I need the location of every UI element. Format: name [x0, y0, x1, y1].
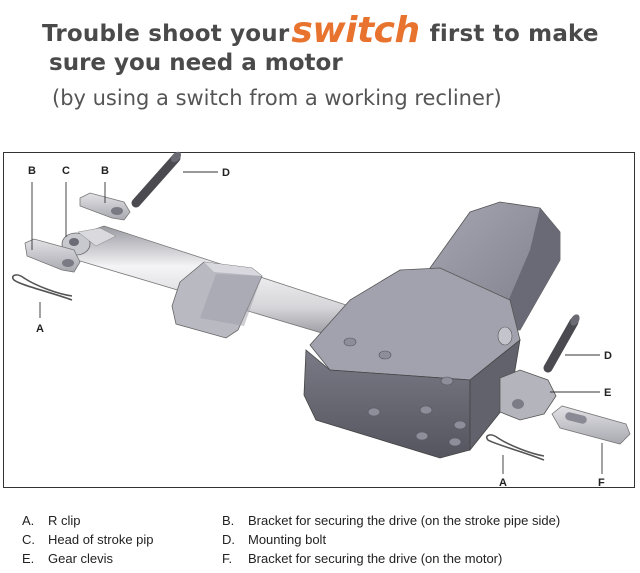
legend-text: Gear clevis	[48, 551, 114, 566]
headline-text-before: Trouble shoot your	[42, 21, 290, 47]
legend-letter: D.	[222, 532, 235, 547]
subheadline: (by using a switch from a working reclin…	[52, 86, 502, 110]
callout-b-top: B	[101, 165, 109, 177]
legend-text: Bracket for securing the drive (on the s…	[248, 513, 561, 528]
callout-a-left: A	[36, 323, 44, 335]
bracket-b-upper	[79, 192, 131, 221]
actuator-diagram: B C B D A D E A F	[11, 151, 631, 489]
legend-letter: C.	[22, 532, 35, 547]
legend-text: Mounting bolt	[248, 532, 327, 547]
callout-d-top: D	[222, 167, 230, 179]
callout-f: F	[598, 477, 605, 489]
r-clip-right	[485, 434, 545, 461]
rod-collar	[171, 261, 263, 339]
callout-a-right: A	[499, 477, 507, 489]
headline-text-after: first to make	[429, 21, 599, 47]
legend-text: Head of stroke pip	[48, 532, 154, 547]
legend-text: R clip	[48, 513, 81, 528]
legend-text: Bracket for securing the drive (on the m…	[248, 551, 503, 566]
motor-housing	[303, 201, 561, 459]
callout-c: C	[62, 165, 70, 177]
headline-line-2: sure you need a motor	[49, 50, 343, 76]
legend-letter: A.	[22, 513, 35, 528]
callout-e: E	[604, 387, 611, 399]
legend-letter: B.	[222, 513, 235, 528]
r-clip-left	[11, 274, 73, 301]
legend-letter: F.	[222, 551, 233, 566]
headline-line-1: Trouble shoot yourswitch first to make	[42, 9, 599, 51]
gear-clevis	[499, 369, 557, 421]
callout-b-left: B	[28, 165, 36, 177]
callout-d-right: D	[604, 350, 612, 362]
mounting-bolt-top	[131, 151, 181, 208]
legend-letter: E.	[22, 551, 35, 566]
leader-lines	[31, 171, 603, 474]
mounting-bolt-right	[543, 314, 580, 373]
diagram-frame	[3, 152, 635, 488]
bracket-f	[551, 405, 631, 445]
bracket-b-lower	[24, 238, 81, 273]
headline-accent-switch: switch	[291, 10, 420, 51]
